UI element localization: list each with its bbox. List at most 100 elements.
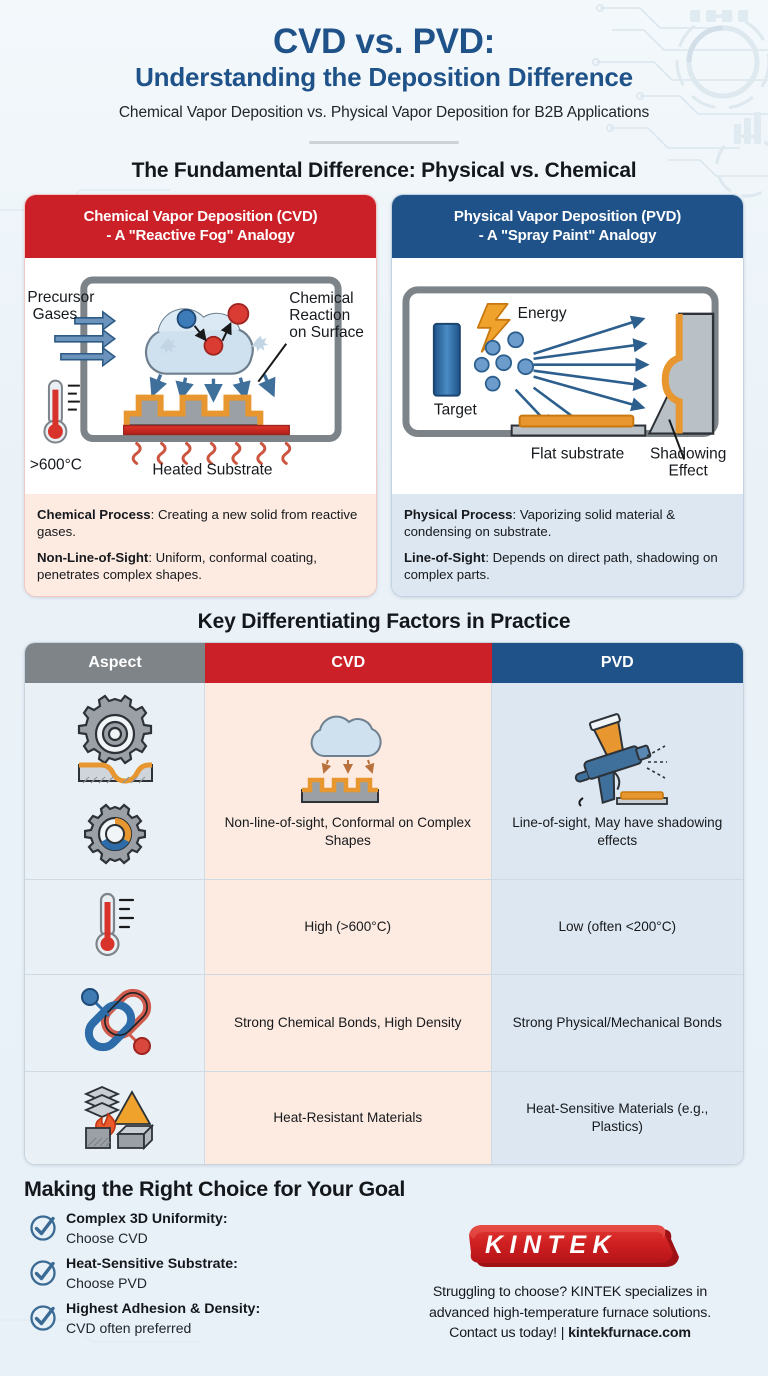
cvd-label-gases: Gases: [33, 306, 78, 323]
aspect-cell: [25, 1071, 205, 1165]
cta-line-3: Contact us today! | kintekfurnace.com: [396, 1323, 744, 1343]
pvd-cell-text: Strong Physical/Mechanical Bonds: [512, 1015, 722, 1031]
aspect-cell: [25, 974, 205, 1072]
pvd-spray-paint-diagram: Energy Target Flat substrate Shadowing E…: [402, 286, 726, 480]
choice-answer: Choose PVD: [66, 1275, 147, 1292]
section3-heading: Making the Right Choice for Your Goal: [24, 1177, 406, 1202]
choice-answer: Choose CVD: [66, 1230, 148, 1247]
choice-item: Heat-Sensitive Substrate: Choose PVD: [26, 1256, 396, 1292]
pvd-label-shadow-1: Shadowing: [650, 446, 726, 463]
choice-label: Complex 3D Uniformity:: [66, 1211, 228, 1228]
cvd-label-precursor: Precursor: [27, 289, 94, 306]
comparison-cards: Chemical Vapor Deposition (CVD) - A "Rea…: [0, 194, 768, 598]
heat-materials-icon: [83, 1086, 154, 1151]
cta-line-1: Struggling to choose? KINTEK specializes…: [432, 1284, 708, 1301]
cvd-cell-text: Non-line-of-sight, Conformal on Complex …: [224, 815, 471, 849]
cvd-point-2-label: Non-Line-of-Sight: [37, 550, 149, 566]
cvd-cell: Heat-Resistant Materials: [205, 1071, 492, 1165]
aspect-cell: [25, 879, 205, 975]
pvd-label-target: Target: [434, 402, 478, 419]
cloud-conformal-icon: [300, 716, 382, 804]
pvd-point-1: Physical Process: Vaporizing solid mater…: [404, 506, 731, 540]
cvd-label-reaction-1: Chemical: [289, 290, 353, 307]
choice-text: Highest Adhesion & Density: CVD often pr…: [60, 1301, 260, 1337]
cvd-card-points: Chemical Process: Creating a new solid f…: [25, 493, 376, 597]
pvd-card-points: Physical Process: Vaporizing solid mater…: [392, 493, 743, 597]
gear-progress-icon: [83, 803, 146, 865]
cvd-label-temperature: >600°C: [30, 457, 82, 474]
cvd-cell-text: High (>600°C): [304, 919, 392, 935]
pvd-point-1-label: Physical Process: [404, 506, 513, 522]
choice-text: Heat-Sensitive Substrate: Choose PVD: [60, 1256, 238, 1292]
cvd-card: Chemical Vapor Deposition (CVD) - A "Rea…: [24, 194, 377, 598]
comparison-table: Aspect CVD PVD: [24, 642, 744, 1166]
cta-contact: Contact us today! |: [449, 1324, 569, 1341]
table-header-cvd: CVD: [205, 643, 492, 684]
kintek-wordmark: KINTEK: [485, 1231, 617, 1259]
page-title-line2: Understanding the Deposition Difference: [135, 62, 633, 93]
page-title-line1: CVD vs. PVD:: [272, 22, 496, 61]
gear-coating-icon: [77, 694, 153, 784]
cvd-label-reaction-2: Reaction: [289, 307, 350, 324]
choice-item: Complex 3D Uniformity: Choose CVD: [26, 1211, 396, 1247]
pvd-cell: Line-of-sight, May have shadowing effect…: [491, 683, 743, 880]
header-divider: [309, 141, 459, 145]
check-circle-icon: [30, 1215, 56, 1242]
cvd-point-1: Chemical Process: Creating a new solid f…: [37, 506, 364, 540]
pvd-diagram: Energy Target Flat substrate Shadowing E…: [392, 258, 743, 494]
table-header-pvd: PVD: [491, 643, 743, 684]
aspect-cell: [25, 683, 205, 880]
section3: Making the Right Choice for Your Goal Co…: [0, 1177, 768, 1346]
pvd-cell-text: Low (often <200°C): [558, 919, 677, 935]
pvd-point-2: Line-of-Sight: Depends on direct path, s…: [404, 549, 731, 583]
choice-label: Highest Adhesion & Density:: [66, 1301, 261, 1318]
cvd-point-1-label: Chemical Process: [37, 506, 151, 522]
section1-heading: The Fundamental Difference: Physical vs.…: [131, 159, 637, 183]
cta-text: Struggling to choose? KINTEK specializes…: [396, 1282, 744, 1342]
kintek-logo: KINTEK: [469, 1225, 679, 1268]
comparison-table-wrap: Aspect CVD PVD: [0, 642, 768, 1166]
pvd-label-shadow-2: Effect: [669, 463, 709, 480]
pvd-card: Physical Vapor Deposition (PVD) - A "Spr…: [391, 194, 744, 598]
pvd-card-title-line2: - A "Spray Paint" Analogy: [478, 227, 657, 245]
table-header-aspect: Aspect: [25, 643, 205, 684]
thermometer-icon: [94, 893, 134, 957]
cvd-reactive-fog-diagram: Precursor Gases Chemical Reaction on Sur…: [27, 276, 364, 479]
pvd-label-energy: Energy: [518, 305, 567, 322]
cvd-cell: Non-line-of-sight, Conformal on Complex …: [205, 683, 492, 880]
pvd-cell-text: Heat-Sensitive Materials (e.g., Plastics…: [526, 1101, 709, 1135]
cta-website[interactable]: kintekfurnace.com: [568, 1324, 691, 1341]
cvd-cell: Strong Chemical Bonds, High Density: [205, 974, 492, 1072]
table-row: Non-line-of-sight, Conformal on Complex …: [25, 683, 743, 880]
pvd-cell: Low (often <200°C): [491, 879, 743, 975]
cvd-card-title-line2: - A "Reactive Fog" Analogy: [106, 227, 295, 245]
pvd-cell: Heat-Sensitive Materials (e.g., Plastics…: [491, 1071, 743, 1165]
choice-label: Heat-Sensitive Substrate:: [66, 1256, 238, 1273]
pvd-card-header: Physical Vapor Deposition (PVD) - A "Spr…: [392, 195, 743, 259]
pvd-point-2-label: Line-of-Sight: [404, 550, 486, 566]
table-row: Strong Chemical Bonds, High Density Stro…: [25, 974, 743, 1072]
pvd-cell: Strong Physical/Mechanical Bonds: [491, 974, 743, 1072]
table-row: Heat-Resistant Materials Heat-Sensitive …: [25, 1071, 743, 1165]
pvd-card-title-line1: Physical Vapor Deposition (PVD): [453, 208, 682, 226]
page-subtitle: Chemical Vapor Deposition vs. Physical V…: [118, 104, 650, 122]
cvd-point-2: Non-Line-of-Sight: Uniform, conformal co…: [37, 549, 364, 583]
pvd-label-flat-substrate: Flat substrate: [531, 446, 625, 463]
table-row: High (>600°C) Low (often <200°C): [25, 879, 743, 975]
section2-heading: Key Differentiating Factors in Practice: [197, 610, 571, 634]
choice-answer: CVD often preferred: [66, 1320, 192, 1337]
cvd-cell-text: Strong Chemical Bonds, High Density: [234, 1015, 462, 1031]
check-circle-icon: [30, 1305, 56, 1331]
choices-list: Complex 3D Uniformity: Choose CVD Heat-S…: [24, 1211, 396, 1346]
cta-line-2: advanced high-temperature furnace soluti…: [428, 1304, 712, 1321]
spray-gun-icon: [575, 713, 669, 808]
chain-link-icon: [80, 988, 151, 1056]
cvd-card-header: Chemical Vapor Deposition (CVD) - A "Rea…: [25, 195, 376, 259]
choice-item: Highest Adhesion & Density: CVD often pr…: [26, 1301, 396, 1337]
pvd-cell-text: Line-of-sight, May have shadowing effect…: [512, 815, 723, 849]
check-circle-icon: [30, 1260, 56, 1287]
brand-block: KINTEK Struggling to choose? KINTEK spec…: [396, 1211, 744, 1346]
cvd-cell-text: Heat-Resistant Materials: [273, 1110, 423, 1126]
cvd-diagram: Precursor Gases Chemical Reaction on Sur…: [25, 258, 376, 494]
